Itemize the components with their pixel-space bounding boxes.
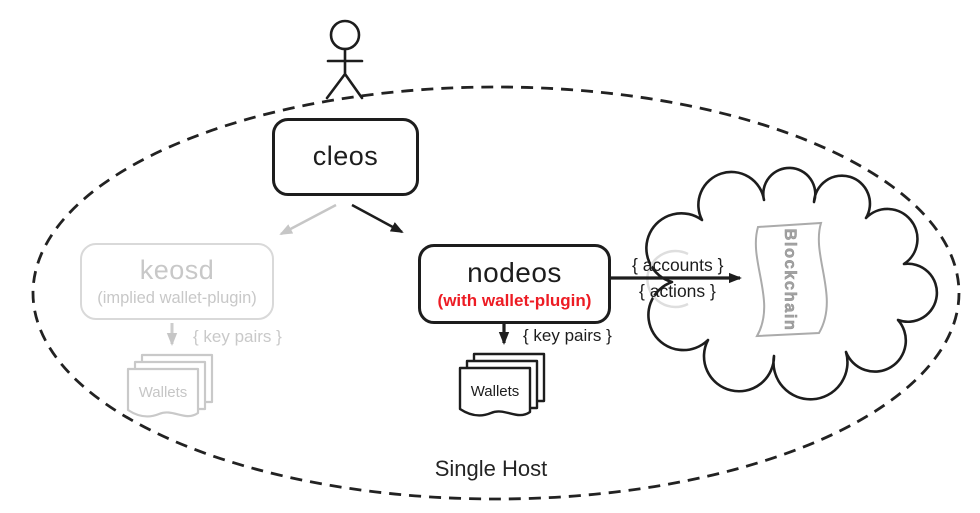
nodeos-node: nodeos (with wallet-plugin) (418, 244, 611, 324)
nodeos-key-pairs-label: { key pairs } (523, 326, 612, 345)
actions-label: { actions } (639, 281, 716, 301)
cleos-keosd-arrow (279, 203, 337, 236)
cleos-node: cleos (272, 118, 419, 196)
nodeos-label: nodeos (467, 256, 562, 288)
keosd-node: keosd (implied wallet-plugin) (80, 243, 274, 320)
keosd-key-pairs-label: { key pairs } (193, 327, 282, 346)
nodeos-sublabel: (with wallet-plugin) (437, 290, 592, 310)
user-actor-icon (325, 19, 364, 100)
blockchain-label: Blockchain (781, 228, 800, 332)
blockchain-scroll (754, 221, 828, 338)
accounts-label: { accounts } (632, 255, 724, 275)
keosd-label: keosd (139, 255, 215, 286)
cleos-label: cleos (312, 141, 379, 172)
wallets-keosd-label: Wallets (138, 384, 188, 401)
wallets-stack-nodeos-icon (458, 352, 546, 417)
keosd-sublabel: (implied wallet-plugin) (97, 288, 257, 307)
wallets-stack-keosd-icon (126, 353, 214, 418)
wallets-nodeos-label: Wallets (470, 383, 520, 400)
single-host-boundary-ellipse (31, 85, 961, 501)
cleos-nodeos-arrow (351, 203, 404, 234)
single-host-caption: Single Host (434, 456, 548, 481)
